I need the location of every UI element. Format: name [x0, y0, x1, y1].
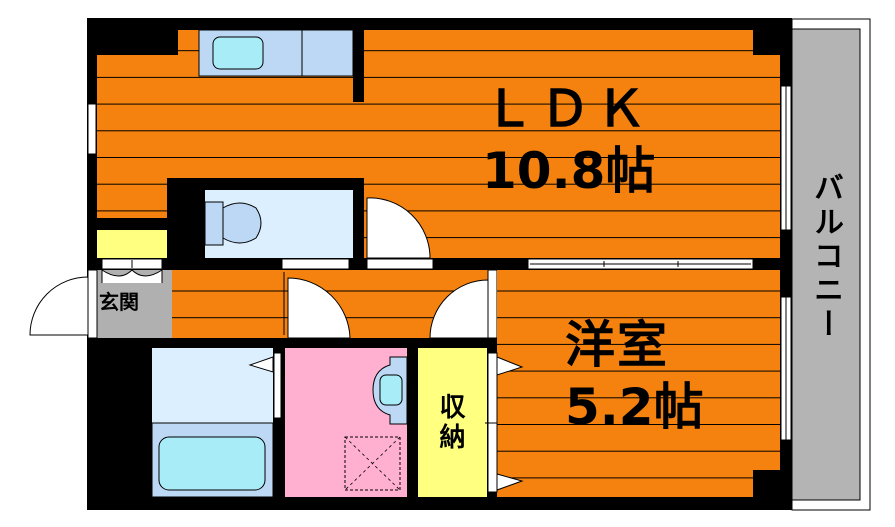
toilet-tank-icon [204, 201, 224, 246]
window [87, 103, 97, 155]
toilet-bowl-icon [222, 202, 262, 244]
bath-dressing [152, 348, 273, 423]
kitchen-sink-icon [212, 36, 264, 70]
wall-post [353, 30, 364, 102]
door-swing[interactable] [366, 197, 431, 259]
storage [418, 348, 487, 497]
front-door-swing[interactable] [29, 276, 89, 336]
ldk-label: ＬＤＫ [484, 80, 652, 138]
western-room-size: 5.2帖 [565, 378, 704, 436]
washroom-door-swing[interactable] [287, 277, 351, 339]
western-room-floor [497, 270, 780, 497]
bathtub-icon [158, 436, 266, 491]
bath-door[interactable] [273, 352, 282, 419]
entrance-label: 玄関 [99, 290, 139, 314]
storage-label: 収納 [435, 393, 465, 453]
balcony-floor [791, 28, 861, 501]
western-door-swing[interactable] [429, 279, 489, 339]
balcony-label: バルコニー [808, 172, 843, 342]
entrance-inner-door [101, 269, 163, 283]
washing-machine-space [344, 436, 401, 491]
wall-block [87, 18, 178, 55]
shoe-cabinet [97, 230, 167, 258]
western-room-label: 洋室 [565, 316, 669, 374]
ldk-size: 10.8帖 [482, 142, 656, 200]
wall-block [753, 30, 780, 55]
